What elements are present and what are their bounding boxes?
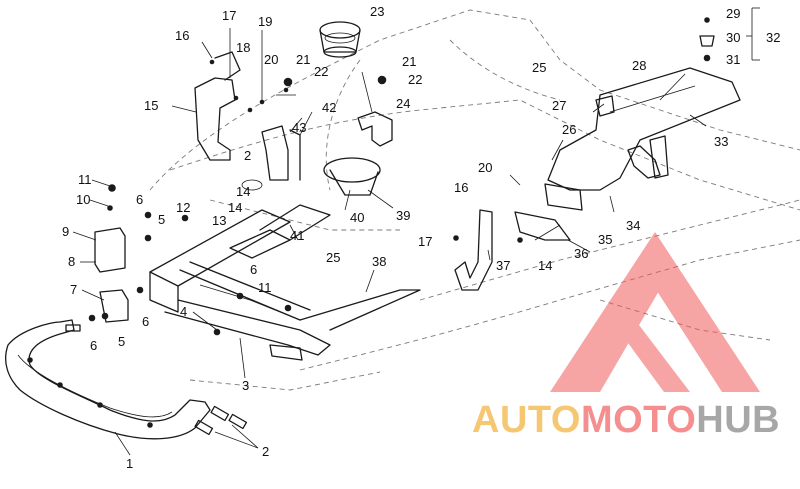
callout-43: 43 bbox=[292, 120, 306, 135]
watermark-wordmark: AUTOMOTOHUB bbox=[472, 399, 780, 441]
callout-4: 4 bbox=[180, 304, 187, 319]
part-steering-post bbox=[241, 157, 381, 196]
callout-33: 33 bbox=[714, 134, 728, 149]
callout-18: 18 bbox=[236, 40, 250, 55]
callout-23: 23 bbox=[370, 4, 384, 19]
callout-6-c: 6 bbox=[142, 314, 149, 329]
part-cap-pulley bbox=[319, 21, 361, 58]
callout-20-b: 20 bbox=[478, 160, 492, 175]
watermark-auto: AUTO bbox=[472, 399, 581, 441]
callout-21-b: 21 bbox=[402, 54, 416, 69]
callout-14-c: 14 bbox=[236, 184, 250, 199]
watermark-logo bbox=[550, 232, 760, 392]
callout-22-a: 22 bbox=[314, 64, 328, 79]
callout-labels: 1 2 2 3 4 5 5 6 6 6 6 7 8 9 10 11 11 12 … bbox=[62, 4, 780, 471]
chassis-outline bbox=[149, 9, 800, 391]
part-front-brackets bbox=[65, 184, 292, 336]
callout-31: 31 bbox=[726, 52, 740, 67]
callout-30: 30 bbox=[726, 30, 740, 45]
callout-26: 26 bbox=[562, 122, 576, 137]
callout-14-b: 14 bbox=[538, 258, 552, 273]
callout-2-upper: 2 bbox=[244, 148, 251, 163]
part-front-bumper bbox=[5, 319, 211, 440]
callout-41: 41 bbox=[290, 228, 304, 243]
callout-29: 29 bbox=[726, 6, 740, 21]
callout-17-a: 17 bbox=[222, 8, 236, 23]
callout-5-b: 5 bbox=[118, 334, 125, 349]
watermark-hub: HUB bbox=[696, 399, 780, 441]
callout-6-d: 6 bbox=[90, 338, 97, 353]
callout-6-b: 6 bbox=[250, 262, 257, 277]
part-left-upright bbox=[194, 51, 289, 161]
callout-21-a: 21 bbox=[296, 52, 310, 67]
callout-28: 28 bbox=[632, 58, 646, 73]
part-rear-rail bbox=[544, 67, 741, 211]
part-front-frame bbox=[149, 204, 421, 361]
callout-15: 15 bbox=[144, 98, 158, 113]
callout-40: 40 bbox=[350, 210, 364, 225]
callout-19: 19 bbox=[258, 14, 272, 29]
callout-32: 32 bbox=[766, 30, 780, 45]
callout-17-b: 17 bbox=[418, 234, 432, 249]
callout-22-b: 22 bbox=[408, 72, 422, 87]
callout-36: 36 bbox=[574, 246, 588, 261]
callout-38: 38 bbox=[372, 254, 386, 269]
callout-11-a: 11 bbox=[78, 172, 92, 187]
callout-20-a: 20 bbox=[264, 52, 278, 67]
callout-14-a: 14 bbox=[228, 200, 242, 215]
callout-13: 13 bbox=[212, 213, 226, 228]
callout-16-b: 16 bbox=[454, 180, 468, 195]
callout-9: 9 bbox=[62, 224, 69, 239]
callout-5-a: 5 bbox=[158, 212, 165, 227]
part-bumper-bolts bbox=[194, 405, 248, 436]
callout-3: 3 bbox=[242, 378, 249, 393]
callout-39: 39 bbox=[396, 208, 410, 223]
leader-lines bbox=[72, 7, 760, 456]
callout-25-a: 25 bbox=[532, 60, 546, 75]
callout-11-b: 11 bbox=[258, 280, 272, 295]
callout-10: 10 bbox=[76, 192, 90, 207]
callout-34: 34 bbox=[626, 218, 640, 233]
callout-12: 12 bbox=[176, 200, 190, 215]
part-rear-bracket bbox=[514, 211, 571, 243]
watermark-moto: MOTO bbox=[581, 399, 696, 441]
part-center-bracket bbox=[276, 75, 393, 147]
watermark-triangle-mid bbox=[580, 250, 670, 392]
callout-8: 8 bbox=[68, 254, 75, 269]
part-fastener-stack bbox=[699, 17, 715, 62]
callout-27: 27 bbox=[552, 98, 566, 113]
callout-6-a: 6 bbox=[136, 192, 143, 207]
callout-1: 1 bbox=[126, 456, 133, 471]
callout-24: 24 bbox=[396, 96, 410, 111]
callout-42: 42 bbox=[322, 100, 336, 115]
callout-2-lower: 2 bbox=[262, 444, 269, 459]
callout-25-b: 25 bbox=[326, 250, 340, 265]
watermark-triangle-inner bbox=[588, 300, 690, 392]
callout-7: 7 bbox=[70, 282, 77, 297]
part-right-upright bbox=[453, 209, 493, 291]
callout-16-a: 16 bbox=[175, 28, 189, 43]
callout-37: 37 bbox=[496, 258, 510, 273]
callout-35: 35 bbox=[598, 232, 612, 247]
svg-text:AUTOMOTOHUB: AUTOMOTOHUB bbox=[472, 399, 780, 441]
